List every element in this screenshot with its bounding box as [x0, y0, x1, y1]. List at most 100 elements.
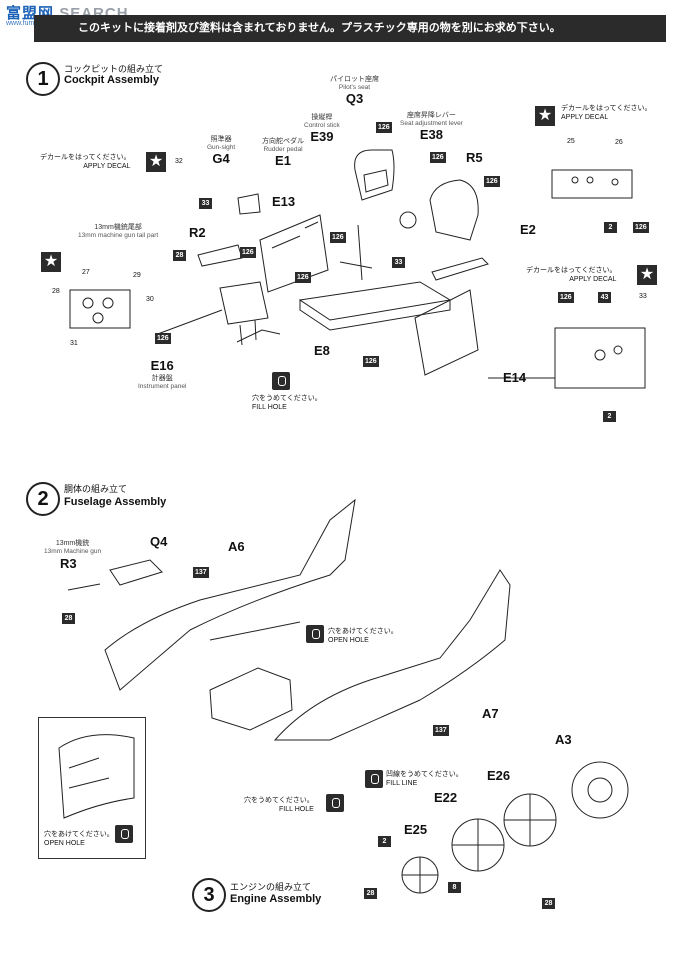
- paint-tag: 126: [430, 152, 446, 163]
- fuselage-half-a7: [273, 569, 511, 741]
- bulkhead-e13: [259, 214, 329, 293]
- part-e38-label: 座席昇降レバー Seat adjustment lever E38: [400, 112, 463, 142]
- fill-hole-note: 穴をうめてください。 FILL HOLE: [252, 395, 322, 411]
- paint-tag: 28: [173, 250, 186, 261]
- paint-tag: 8: [448, 882, 461, 893]
- paint-tag: 126: [558, 292, 574, 303]
- step-1-title-en: Cockpit Assembly: [64, 74, 159, 86]
- gun-barrel-r3: [67, 583, 101, 591]
- decal-number: 30: [146, 296, 154, 303]
- paint-tag: 2: [378, 836, 391, 847]
- part-e39-label: 操縦桿 Control stick E39: [304, 114, 340, 144]
- pilot-seat-q3: [354, 149, 395, 201]
- decal-detail-lower: [554, 327, 646, 389]
- paint-tag: 43: [598, 292, 611, 303]
- open-hole-note-inset: 穴をあけてください。 OPEN HOLE: [44, 831, 114, 847]
- paint-tag: 28: [62, 613, 75, 624]
- decal-number: 28: [52, 288, 60, 295]
- paint-tag: 126: [363, 356, 379, 367]
- step-1-title-jp: コックピットの組み立て: [64, 64, 164, 74]
- paint-tag: 126: [376, 122, 392, 133]
- part-e25: E25: [404, 822, 428, 837]
- open-hole-icon: [306, 625, 324, 643]
- part-e26: E26: [487, 768, 511, 783]
- paint-tag: 2: [603, 411, 616, 422]
- open-hole-note: 穴をあけてください。 OPEN HOLE: [328, 628, 398, 644]
- step-1-number: 1: [26, 62, 60, 96]
- part-r5: R5: [466, 150, 483, 165]
- gunsight-g4: [237, 193, 261, 215]
- part-e1-label: 方向舵ペダル Rudder pedal E1: [262, 138, 304, 168]
- fill-line-note: 凹線をうめてください。 FILL LINE: [386, 771, 463, 787]
- paint-tag: 137: [193, 567, 209, 578]
- watermark-url: www.fumeng.com: [6, 20, 61, 27]
- part-q4: Q4: [150, 534, 168, 549]
- cockpit-floor-e8: [298, 281, 452, 321]
- step-2-title-jp: 胴体の組み立て: [64, 484, 128, 494]
- part-r3: R3: [60, 556, 77, 571]
- decal-number: 31: [70, 340, 78, 347]
- fill-hole-icon: [326, 794, 344, 812]
- fill-hole-note: 穴をうめてください。 FILL HOLE: [244, 797, 314, 813]
- cockpit-tub: [209, 667, 293, 731]
- paint-tag: 126: [484, 176, 500, 187]
- step-3-title-en: Engine Assembly: [230, 893, 322, 905]
- part-e16-label: E16 計器盤 Instrument panel: [138, 358, 187, 390]
- apply-decal-note-left: デカールをはってください。 APPLY DECAL: [40, 154, 131, 170]
- fill-line-icon: [365, 770, 383, 788]
- decal-number: 29: [133, 272, 141, 279]
- inset-drawing: [58, 734, 135, 819]
- paint-tag: 126: [633, 222, 649, 233]
- apply-decal-note-right-bottom: デカールをはってください。 APPLY DECAL: [526, 267, 617, 283]
- part-e2: E2: [520, 222, 536, 237]
- decal-number: 32: [175, 158, 183, 165]
- engine-cowling-a3: [571, 761, 629, 819]
- paint-tag: 28: [542, 898, 555, 909]
- part-a7: A7: [482, 706, 499, 721]
- part-r3-label: 13mm機銃 13mm Machine gun: [44, 540, 102, 555]
- cowl-top-q4: [109, 559, 163, 586]
- notice-banner: このキットに接着剤及び塗料は含まれておりません。プラスチック専用の物を別にお求め…: [34, 15, 666, 42]
- decal-number: 33: [639, 293, 647, 300]
- side-panel-e14: [414, 289, 479, 376]
- decal-number: 25: [567, 138, 575, 145]
- open-hole-icon: [115, 825, 133, 843]
- paint-tag: 126: [295, 272, 311, 283]
- armor-plate-r5: [429, 179, 479, 241]
- apply-decal-note-right-top: デカールをはってください。 APPLY DECAL: [561, 105, 652, 121]
- paint-tag: 2: [604, 222, 617, 233]
- part-a6: A6: [228, 539, 245, 554]
- instrument-panel-detail: [69, 289, 131, 329]
- decal-star-icon: ★: [41, 252, 61, 272]
- step-2-title-en: Fuselage Assembly: [64, 496, 167, 508]
- part-r2-label: 13mm機銃尾部 13mm machine gun tail part: [78, 224, 159, 239]
- step-2-number: 2: [26, 482, 60, 516]
- part-q3-label: パイロット座席 Pilot's seat Q3: [330, 76, 379, 106]
- paint-tag: 126: [330, 232, 346, 243]
- decal-star-icon: ★: [146, 152, 166, 172]
- part-e22: E22: [434, 790, 458, 805]
- instrument-frame: [219, 281, 269, 325]
- part-r2-number: R2: [189, 225, 206, 240]
- decal-star-icon: ★: [535, 106, 555, 126]
- paint-tag: 28: [364, 888, 377, 899]
- paint-tag: 33: [199, 198, 212, 209]
- decal-number: 27: [82, 269, 90, 276]
- decal-star-icon: ★: [637, 265, 657, 285]
- part-e14: E14: [503, 370, 527, 385]
- paint-tag: 137: [433, 725, 449, 736]
- step-3-title-jp: エンジンの組み立て: [230, 882, 312, 892]
- paint-tag: 126: [240, 247, 256, 258]
- paint-tag: 126: [155, 333, 171, 344]
- part-e13: E13: [272, 194, 296, 209]
- step-3-number: 3: [192, 878, 226, 912]
- paint-tag: 33: [392, 257, 405, 268]
- decal-number: 26: [615, 139, 623, 146]
- fill-hole-icon: [272, 372, 290, 390]
- fuselage-half-a6: [104, 498, 356, 691]
- part-a3: A3: [555, 732, 572, 747]
- part-g4-label: 照準器 Gun-sight G4: [207, 136, 236, 166]
- part-e8: E8: [314, 343, 330, 358]
- notice-text: このキットに接着剤及び塗料は含まれておりません。プラスチック専用の物を別にお求め…: [78, 22, 561, 34]
